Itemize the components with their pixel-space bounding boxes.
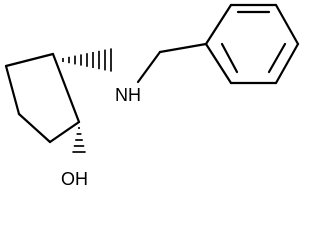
bond-ring-c5-c1	[51, 52, 81, 124]
bond-ch2-phenyl	[158, 42, 208, 54]
hashed-wedge-bond-c5-n	[62, 48, 112, 72]
molecule-drawing: N H OH	[4, 3, 300, 189]
benzene-ring	[204, 3, 300, 85]
atom-label-nh-h: H	[128, 85, 141, 105]
benzene-double-bond-right	[267, 42, 287, 74]
benzene-double-bond-left	[220, 42, 239, 74]
bond-ring-c1-c2	[48, 120, 81, 144]
atom-label-oh: OH	[61, 169, 88, 189]
bond-n-ch2	[136, 50, 162, 84]
atom-label-n: N	[115, 85, 128, 105]
hashed-wedge-bond-c1-o	[72, 127, 86, 153]
bond-ring-c3-c4	[4, 64, 21, 116]
cyclopentane-ring	[4, 52, 81, 144]
bond-ring-c2-c3	[17, 112, 52, 144]
structure-canvas: N H OH	[4, 3, 300, 189]
bond-ring-c4-c5	[4, 52, 55, 68]
